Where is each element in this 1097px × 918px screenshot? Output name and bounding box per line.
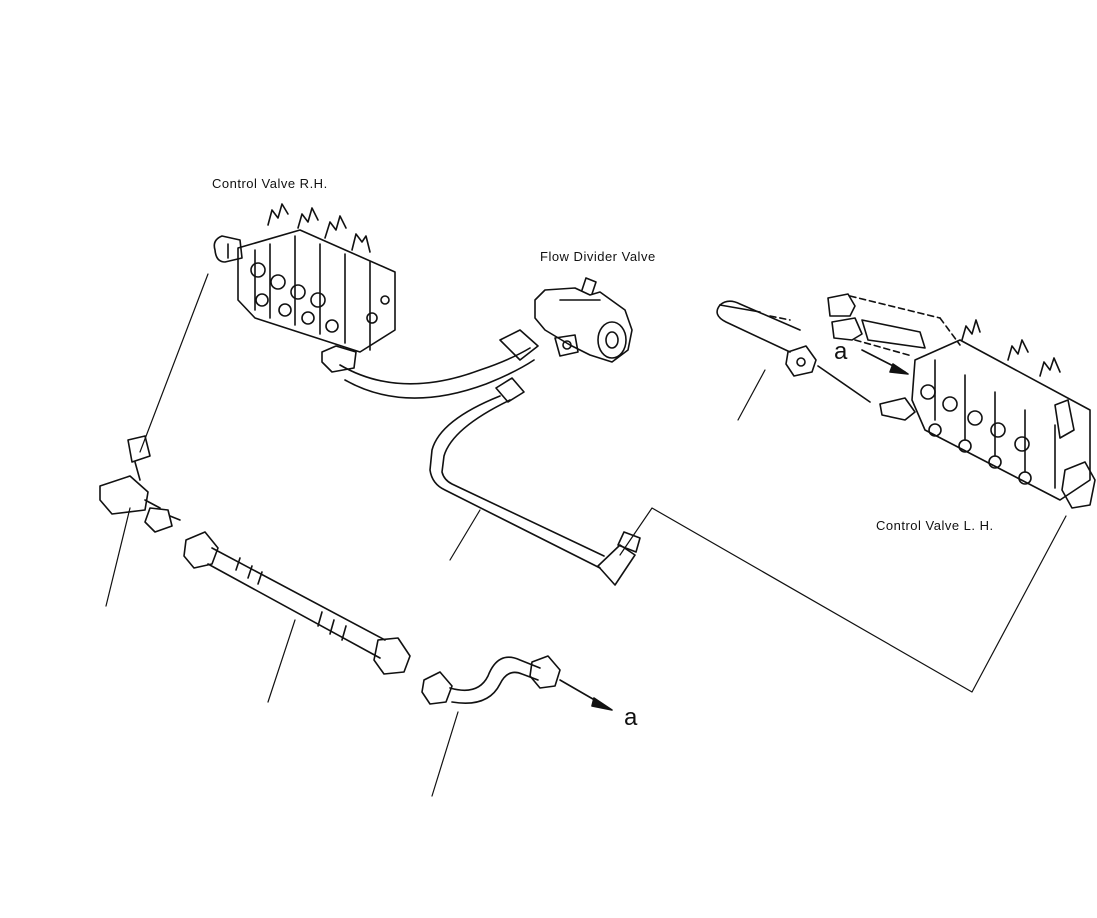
bent-pipe-lh [716, 300, 871, 403]
label-control-valve-lh: Control Valve L. H. [876, 518, 994, 533]
s-pipe [421, 655, 561, 705]
hose-rh-to-divider [339, 347, 531, 385]
arrow-a-top-head [889, 363, 909, 375]
control-valve-rh [213, 203, 396, 373]
label-flow-divider-valve: Flow Divider Valve [540, 249, 656, 264]
control-valve-lh [827, 293, 1096, 509]
marker-a-bottom: a [624, 704, 638, 731]
arrow-a-bottom-head [591, 697, 613, 711]
leader-lines [105, 273, 1067, 797]
flow-divider-valve [534, 277, 633, 363]
marker-a-top: a [834, 338, 848, 365]
tee-fitting [99, 435, 181, 533]
flexible-hose [183, 531, 411, 675]
pipe-divider-to-lh [429, 377, 641, 586]
label-control-valve-rh: Control Valve R.H. [212, 176, 328, 191]
